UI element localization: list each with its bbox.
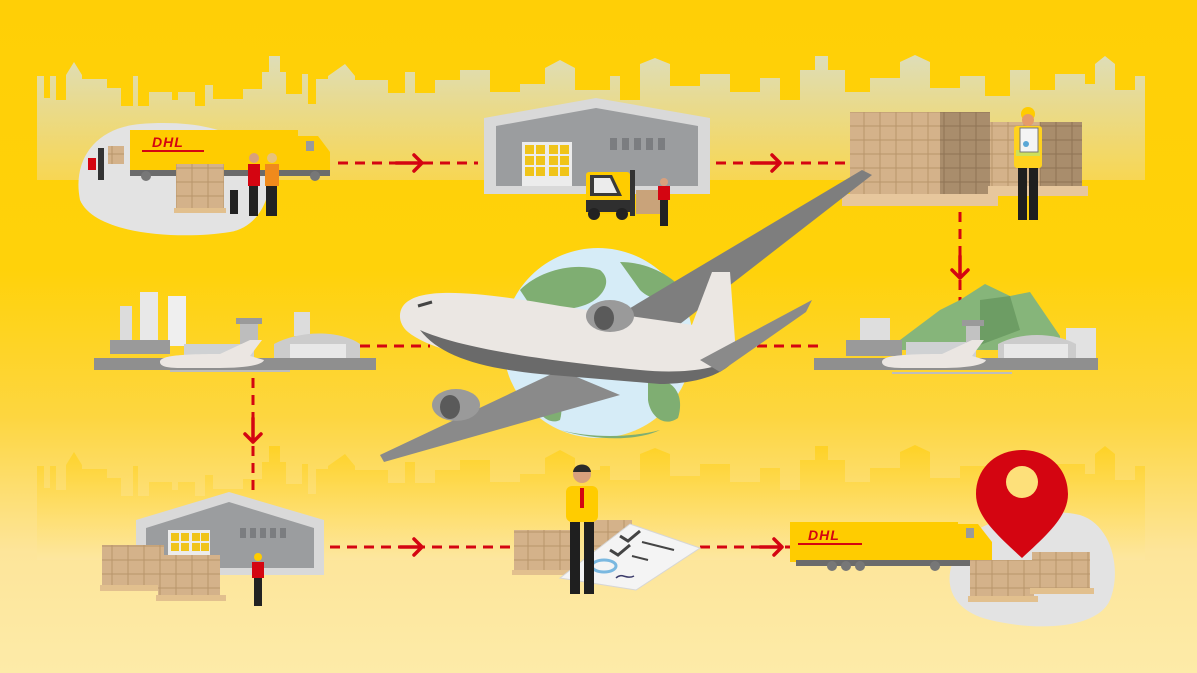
step-origin-airport	[814, 284, 1098, 374]
step-destination-warehouse	[100, 492, 324, 606]
step-air-transport	[380, 170, 872, 462]
svg-text:DHL: DHL	[808, 527, 840, 543]
step-customs-clearance	[512, 464, 702, 594]
customs-agent-figure	[566, 464, 598, 594]
arrow-down-icon	[950, 254, 970, 280]
worker-figure	[252, 553, 264, 606]
arrow-right-icon	[394, 153, 424, 173]
location-pin-icon	[976, 450, 1068, 558]
svg-text:DHL: DHL	[152, 134, 184, 150]
step-destination-airport	[94, 292, 376, 372]
arrow-heads	[243, 153, 970, 557]
worker-figure	[265, 153, 279, 216]
worker-figure	[248, 153, 260, 216]
step-consolidation	[842, 107, 1088, 220]
arrow-right-icon	[398, 537, 424, 557]
aircraft	[380, 170, 872, 462]
arrow-right-icon	[750, 153, 782, 173]
worker-figure	[658, 178, 670, 226]
inspector-figure	[1014, 107, 1042, 220]
arrow-right-icon	[758, 537, 784, 557]
step-delivery: DHL	[790, 450, 1115, 627]
arrow-down-icon	[243, 416, 263, 444]
step-origin-warehouse	[484, 98, 710, 226]
forklift	[586, 170, 660, 220]
step-pickup: DHL	[78, 123, 330, 236]
